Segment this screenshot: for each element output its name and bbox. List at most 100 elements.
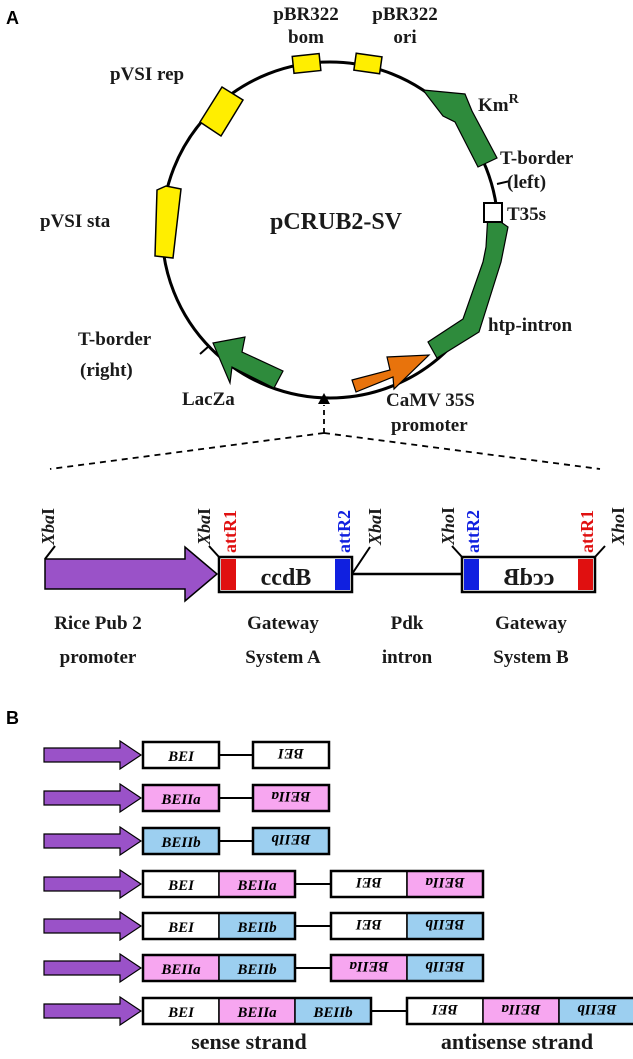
kmr-label-base: Km xyxy=(478,95,509,116)
pbr322-ori-label-1: pBR322 xyxy=(372,4,437,25)
t35s-box xyxy=(483,202,503,223)
t-border-left-tick xyxy=(496,180,511,185)
pub2-promoter-arrow xyxy=(44,545,219,603)
promoter-arrow xyxy=(43,739,143,771)
xho-right-label: XhoI xyxy=(608,507,628,546)
xho-right-italic: Xho xyxy=(608,514,628,546)
pbr322-ori-feature xyxy=(353,52,383,75)
t-border-right-label-2: (right) xyxy=(80,360,133,381)
antisense-segment-label: BEI xyxy=(355,874,383,890)
gw-a-label-2: System A xyxy=(245,647,321,668)
attr2-b-label: attR2 xyxy=(463,510,483,553)
sense-segment xyxy=(218,912,296,940)
camv-label-2: promoter xyxy=(391,415,468,436)
xba-right-tick xyxy=(351,546,371,575)
pdk-label-1: Pdk xyxy=(391,613,424,634)
panel-label-b: B xyxy=(6,708,19,728)
sense-segment-label: BEI xyxy=(167,1005,195,1021)
htp-intron-label: htp-intron xyxy=(488,315,573,336)
sense-segment-label: BEIIa xyxy=(236,878,277,894)
xba-left-label: XbaI xyxy=(38,508,58,546)
kmr-arrow xyxy=(421,89,498,168)
xba-left-suffix: I xyxy=(38,508,58,515)
xho-right-suffix: I xyxy=(608,507,628,514)
antisense-label-flip: BEIIb xyxy=(577,1001,618,1017)
promoter-arrow xyxy=(43,868,143,900)
sense-strand-label: sense strand xyxy=(191,1029,307,1054)
gateway-b-ccdb: ccdB xyxy=(504,565,555,591)
gateway-a-ccdb: ccdB xyxy=(261,565,312,591)
xho-left-tick xyxy=(451,545,463,558)
pbr322-ori-label-2: ori xyxy=(393,27,416,48)
attr1-b-text: attR1 xyxy=(577,510,597,553)
antisense-label-flip: BEIIa xyxy=(425,874,466,890)
kmr-label: KmR xyxy=(478,92,520,116)
xba-right-italic: Xba xyxy=(365,515,385,546)
antisense-segment-label: BEIIa xyxy=(349,958,390,974)
sense-segment xyxy=(142,912,220,940)
gw-b-label-2: System B xyxy=(493,647,569,668)
t-border-left-label-1: T-border xyxy=(500,148,574,169)
xho-right-tick xyxy=(594,545,606,558)
antisense-segment xyxy=(406,997,484,1025)
sense-outline xyxy=(141,911,297,941)
antisense-label-flip: BEIIb xyxy=(425,916,466,932)
antisense-outline xyxy=(251,826,331,856)
pvsi-sta-feature xyxy=(154,185,182,259)
sense-segment-label: BEI xyxy=(167,878,195,894)
sense-segment-label: BEIIb xyxy=(236,920,277,936)
antisense-label-flip: BEI xyxy=(355,874,383,890)
t35s-label: T35s xyxy=(507,204,546,225)
t-border-right-tick xyxy=(199,345,210,355)
kmr-label-sup: R xyxy=(509,92,520,107)
sense-outline xyxy=(141,953,297,983)
antisense-outline xyxy=(405,996,633,1026)
plasmid-name: pCRUB2-SV xyxy=(270,209,403,235)
expansion-line-left xyxy=(49,432,325,470)
antisense-label-flip: BEIIb xyxy=(271,831,312,847)
svg-text:XbaI: XbaI xyxy=(38,508,58,546)
xho-left-italic: Xho xyxy=(438,514,458,546)
xba-mid-italic: Xba xyxy=(194,515,214,546)
sense-segment-label: BEI xyxy=(167,920,195,936)
pvsi-rep-label: pVSI rep xyxy=(110,64,184,85)
antisense-outline xyxy=(251,783,331,813)
antisense-segment-label: BEIIa xyxy=(501,1001,542,1017)
gateway-b-cassette xyxy=(460,555,597,594)
promoter-arrow xyxy=(43,782,143,814)
insertion-arrow-head xyxy=(318,393,330,404)
antisense-segment-label: BEIIb xyxy=(425,958,466,974)
gw-a-label-1: Gateway xyxy=(247,613,319,634)
sense-segment-label: BEI xyxy=(167,749,195,765)
antisense-outline xyxy=(329,911,485,941)
pvsi-rep-feature xyxy=(198,85,245,138)
xba-left-italic: Xba xyxy=(38,515,58,546)
attr2-a-text: attR2 xyxy=(334,510,354,553)
sense-outline xyxy=(141,783,221,813)
gw-b-label-1: Gateway xyxy=(495,613,567,634)
sense-segment-label: BEIIa xyxy=(160,792,201,808)
antisense-segment-label: BEI xyxy=(431,1001,459,1017)
attr1-b-label: attR1 xyxy=(577,510,597,553)
sense-segment xyxy=(142,784,220,812)
attr2-a-label: attR2 xyxy=(334,510,354,553)
expansion-line-right xyxy=(323,432,601,470)
antisense-label-flip: BEI xyxy=(431,1001,459,1017)
antisense-segment-label: BEIIa xyxy=(271,788,312,804)
antisense-outline xyxy=(329,869,485,899)
sense-outline xyxy=(141,740,221,770)
pbr322-bom-label-2: bom xyxy=(288,27,324,48)
htp-intron-arrow xyxy=(427,211,509,359)
promoter-arrow xyxy=(43,995,143,1027)
pub2-label-2: promoter xyxy=(60,647,137,668)
attr1-a-label: attR1 xyxy=(220,510,240,553)
antisense-outline xyxy=(329,953,485,983)
pdk-label-2: intron xyxy=(382,647,433,668)
xba-mid-label: XbaI xyxy=(194,508,214,546)
antisense-segment-label: BEIIb xyxy=(271,831,312,847)
t-border-right-label-1: T-border xyxy=(78,329,152,350)
svg-text:XhoI: XhoI xyxy=(438,507,458,546)
sense-segment-label: BEIIa xyxy=(160,962,201,978)
